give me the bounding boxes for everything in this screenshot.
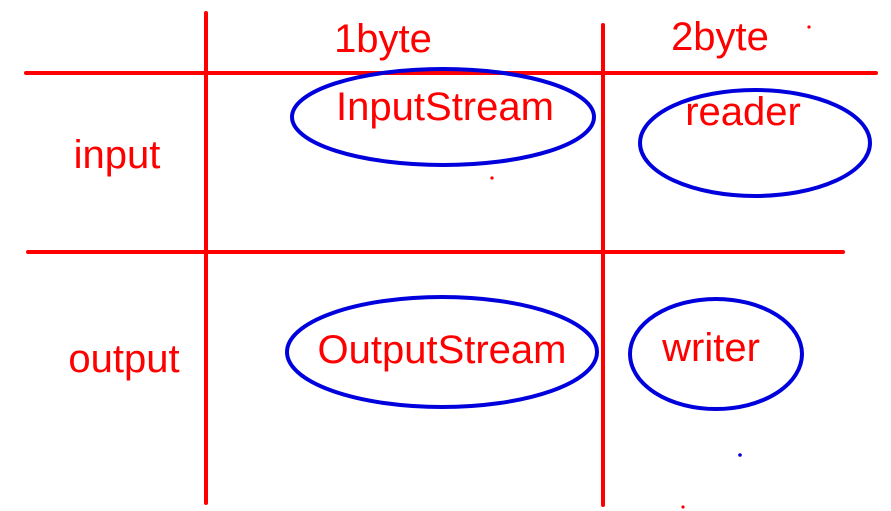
labels: 1byte 2byte input output InputStream rea…	[68, 15, 800, 381]
blue-dot	[738, 453, 742, 457]
red-dot	[490, 176, 494, 180]
reader-ellipse	[638, 88, 872, 198]
red-dot	[681, 505, 685, 509]
header-2byte: 2byte	[671, 15, 769, 59]
grid-lines	[24, 11, 878, 507]
cell-reader: reader	[685, 90, 801, 134]
red-dot	[807, 25, 811, 29]
ellipses	[285, 67, 872, 411]
cell-writer: writer	[661, 326, 760, 370]
cell-inputstream: InputStream	[336, 85, 554, 129]
row-label-output: output	[68, 337, 179, 381]
inputstream-ellipse	[290, 67, 596, 167]
outputstream-ellipse	[285, 295, 599, 409]
cell-outputstream: OutputStream	[317, 328, 566, 372]
row-label-input: input	[74, 133, 161, 177]
stray-dots	[490, 25, 811, 509]
header-1byte: 1byte	[334, 17, 432, 61]
writer-ellipse	[628, 297, 804, 411]
